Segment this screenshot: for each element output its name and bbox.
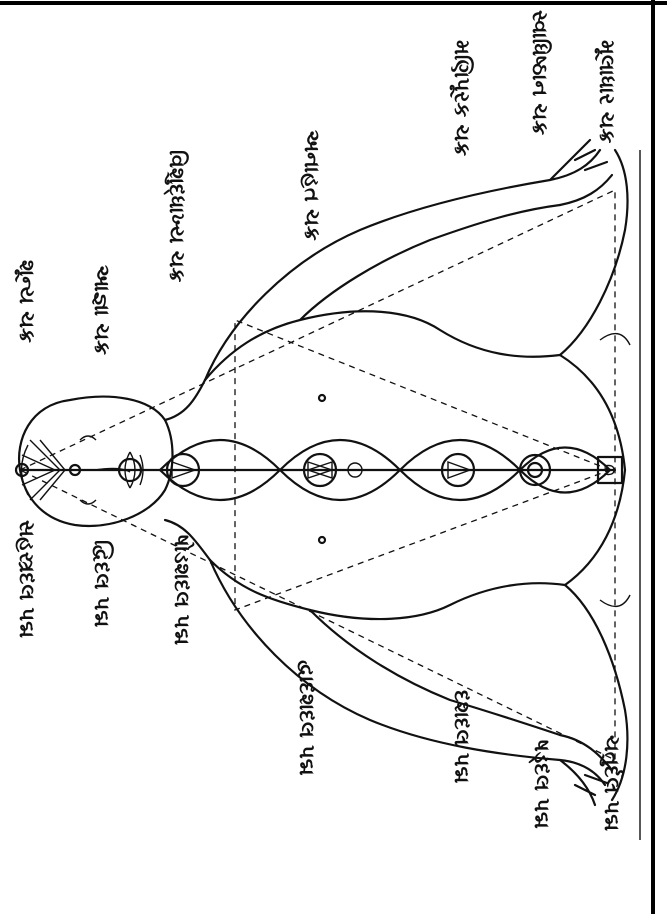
label-anahata-chakra: અનાહત ચક્ર xyxy=(300,130,324,241)
label-svadhishthana-chakra: સ્વાધિષ્ઠાન ચક્ર xyxy=(528,10,552,135)
padma-labels: સહસ્ત્રદલ પદ્મ દ્વિદલ પદ્મ ષોડશદલ પદ્મ દ… xyxy=(15,520,624,831)
label-sahasrara-padma: સહસ્ત્રદલ પદ્મ xyxy=(15,520,39,638)
figure-forearm-upper xyxy=(300,205,560,320)
label-chaturdala-padma: ચતુર્દલ પદ્મ xyxy=(599,735,624,831)
label-shunya-chakra: શૂન્ય ચક્ર xyxy=(14,260,39,343)
central-channel xyxy=(20,440,615,500)
label-shaddala-padma: ષડ્દલ પદ્મ xyxy=(528,740,554,829)
chakra-labels: શૂન્ય ચક્ર આજ્ઞા ચક્ર વિશુદ્ધાખ્ય ચક્ર અ… xyxy=(14,10,619,355)
label-vishuddha-chakra: વિશુદ્ધાખ્ય ચક્ર xyxy=(164,150,189,283)
label-ajna-chakra: આજ્ઞા ચક્ર xyxy=(90,265,114,355)
figure-torso-left xyxy=(205,311,560,380)
figure-hand-upper xyxy=(550,140,612,205)
figure-chest-point-upper xyxy=(319,395,325,401)
label-manipura-chakra: મણિપૂરક ચક્ર xyxy=(449,40,474,156)
figure-chest-point-lower xyxy=(319,537,325,543)
label-dvadashadala-padma: દ્વાદશદલ પદ્મ xyxy=(295,660,319,776)
lower-dashed-triangle xyxy=(235,320,610,610)
label-shodashadala-padma: ષોડશદલ પદ્મ xyxy=(170,535,195,645)
figure-neck-left xyxy=(165,380,205,420)
label-dvidala-padma: દ્વિદલ પદ્મ xyxy=(90,540,114,627)
label-muladhara-chakra: મૂલાધાર ચક્ર xyxy=(594,40,619,144)
figure-leg-upper xyxy=(560,150,628,355)
figure-torso-right xyxy=(210,560,565,619)
figure-forearm-lower xyxy=(310,610,560,735)
figure-arm-upper xyxy=(205,150,600,380)
label-dashadala-padma: દશદલ પદ્મ xyxy=(450,690,474,783)
